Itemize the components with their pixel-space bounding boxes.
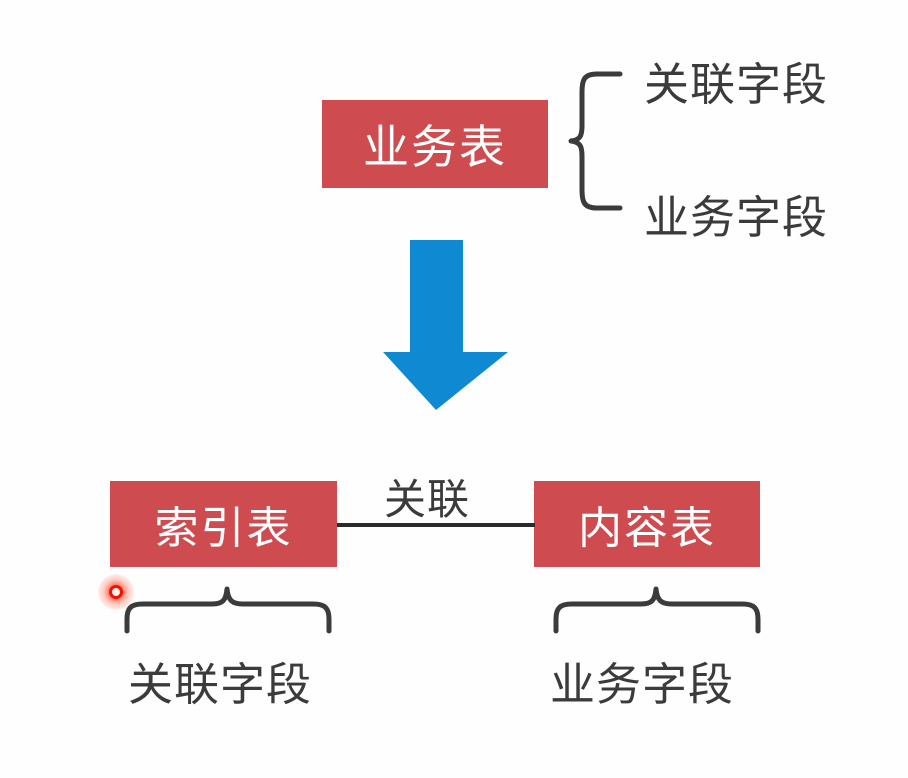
brace-bottom-left xyxy=(124,586,332,634)
node-box-index-table[interactable]: 索引表 xyxy=(110,481,337,567)
label-association-field-top: 关联字段 xyxy=(644,58,829,111)
label-association-field-bottom: 关联字段 xyxy=(128,658,313,711)
node-box-content-table[interactable]: 内容表 xyxy=(534,481,760,567)
label-business-field-top: 业务字段 xyxy=(644,191,829,244)
brace-top-right xyxy=(568,71,623,211)
down-arrow-icon xyxy=(383,240,508,410)
label-business-field-bottom: 业务字段 xyxy=(550,658,735,711)
label-relation-connector: 关联 xyxy=(384,475,471,524)
click-indicator xyxy=(98,574,134,610)
brace-bottom-right xyxy=(553,586,761,634)
node-box-business-table[interactable]: 业务表 xyxy=(322,100,548,188)
